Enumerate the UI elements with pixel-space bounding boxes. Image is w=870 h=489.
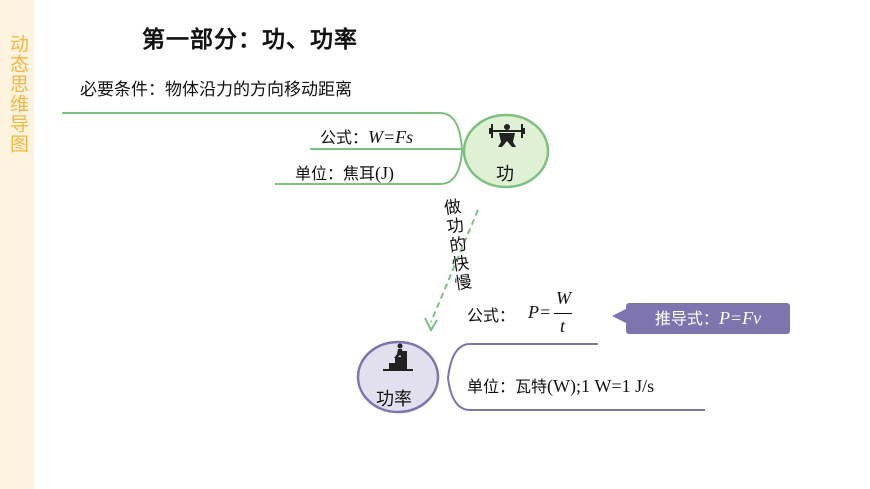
work-branch-unit: [275, 149, 463, 185]
work-node-label: 功: [496, 164, 514, 185]
power-formula-lhs: P=: [528, 302, 552, 322]
power-formula-numerator: W: [556, 288, 571, 308]
work-condition-text: 必要条件：物体沿力的方向移动距离: [80, 80, 352, 100]
power-node: [356, 340, 440, 414]
derive-label: 推导式：: [654, 309, 719, 328]
work-unit-symbol: (J): [375, 163, 395, 183]
derive-callout: 推导式：P=Fv: [626, 303, 790, 334]
power-unit-label: 单位：瓦特: [467, 377, 548, 396]
work-unit: 单位：焦耳(J): [295, 160, 394, 184]
link-arrow: [430, 209, 479, 323]
weightlifter-icon: [489, 124, 525, 147]
fraction-bar: [554, 313, 572, 314]
power-unit-rest: (W);1 W=1 J/s: [547, 376, 655, 396]
work-unit-label: 单位：焦耳: [295, 164, 376, 183]
work-node: [462, 113, 550, 189]
power-node-label: 功率: [376, 389, 412, 410]
power-unit: 单位：瓦特(W);1 W=1 J/s: [467, 373, 654, 397]
work-formula: 公式：W=Fs: [320, 124, 413, 148]
work-branch-condition: [62, 112, 463, 151]
stairs-climber-icon: [383, 343, 413, 371]
power-formula-label: 公式：: [467, 306, 516, 325]
derive-pointer: [612, 309, 626, 323]
work-formula-label: 公式：: [320, 128, 369, 147]
derive-formula: P=Fv: [718, 308, 762, 328]
power-branch-unit: [447, 377, 705, 411]
work-formula-expression: W=Fs: [368, 127, 414, 147]
sidebar: 动态思维导图: [0, 0, 34, 489]
sidebar-label: 动态思维导图: [7, 34, 29, 154]
power-formula-denominator: t: [560, 316, 566, 336]
power-branch-formula: [447, 343, 598, 379]
page-title: 第一部分：功、功率: [142, 27, 358, 53]
link-arrowhead: [424, 317, 438, 333]
